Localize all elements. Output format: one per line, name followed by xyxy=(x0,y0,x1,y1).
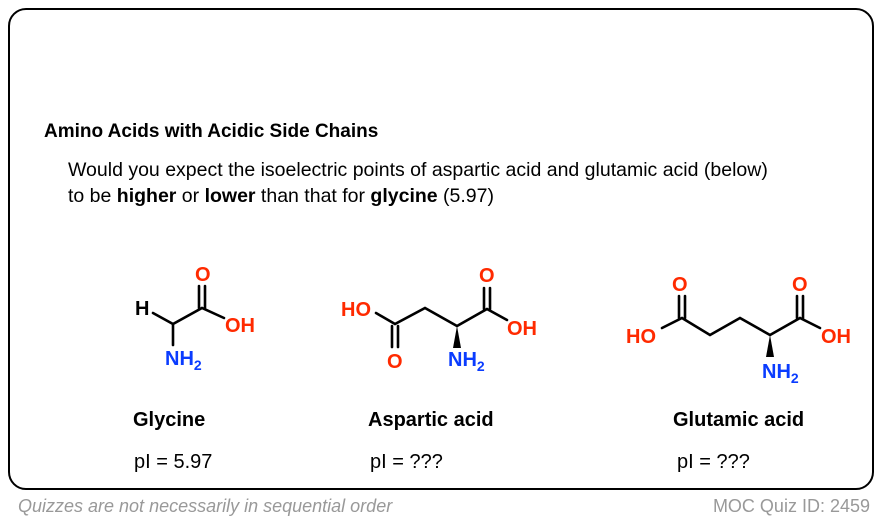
q-text: to be xyxy=(68,185,117,207)
atom-o: O xyxy=(479,265,495,287)
q-glycine: glycine xyxy=(370,185,438,207)
q-value: (5.97) xyxy=(437,185,494,207)
atom-o: O xyxy=(672,274,688,296)
glycine-pi: pI = 5.97 xyxy=(134,451,213,473)
quiz-id: MOC Quiz ID: 2459 xyxy=(712,496,870,516)
atom-oh: OH xyxy=(821,326,851,348)
quiz-card-frame xyxy=(8,8,874,490)
atom-nh2: NH2 xyxy=(762,361,799,386)
atom-h: H xyxy=(135,298,149,320)
atom-o: O xyxy=(387,351,403,373)
glutamic-acid-structure: HO O O OH NH2 xyxy=(626,274,851,386)
atom-nh2: NH2 xyxy=(448,349,485,374)
quiz-title: Amino Acids with Acidic Side Chains xyxy=(44,121,379,142)
atom-ho: HO xyxy=(626,326,656,348)
atom-nh2: NH2 xyxy=(165,348,202,373)
atom-oh: OH xyxy=(225,315,255,337)
atom-ho: HO xyxy=(341,299,371,321)
atom-o: O xyxy=(792,274,808,296)
wedge-bond xyxy=(453,326,461,348)
wedge-bond xyxy=(766,335,774,357)
aspartic-acid-structure: HO O O OH NH2 xyxy=(341,265,537,374)
question-line-2: to be higher or lower than that for glyc… xyxy=(68,185,494,208)
footer-note: Quizzes are not necessarily in sequentia… xyxy=(18,496,393,516)
aspartic-acid-pi: pI = ??? xyxy=(370,451,443,473)
glycine-label: Glycine xyxy=(133,409,206,431)
aspartic-acid-label: Aspartic acid xyxy=(368,409,494,431)
glutamic-acid-label: Glutamic acid xyxy=(673,409,805,431)
q-higher: higher xyxy=(116,185,177,207)
q-text: than that for xyxy=(255,185,371,207)
glycine-structure: H O OH NH2 xyxy=(135,264,255,373)
atom-o: O xyxy=(195,264,211,286)
q-lower: lower xyxy=(204,185,256,207)
q-text: or xyxy=(176,185,205,207)
glutamic-acid-pi: pI = ??? xyxy=(677,451,750,473)
question-line-1: Would you expect the isoelectric points … xyxy=(68,159,768,181)
atom-oh: OH xyxy=(507,318,537,340)
